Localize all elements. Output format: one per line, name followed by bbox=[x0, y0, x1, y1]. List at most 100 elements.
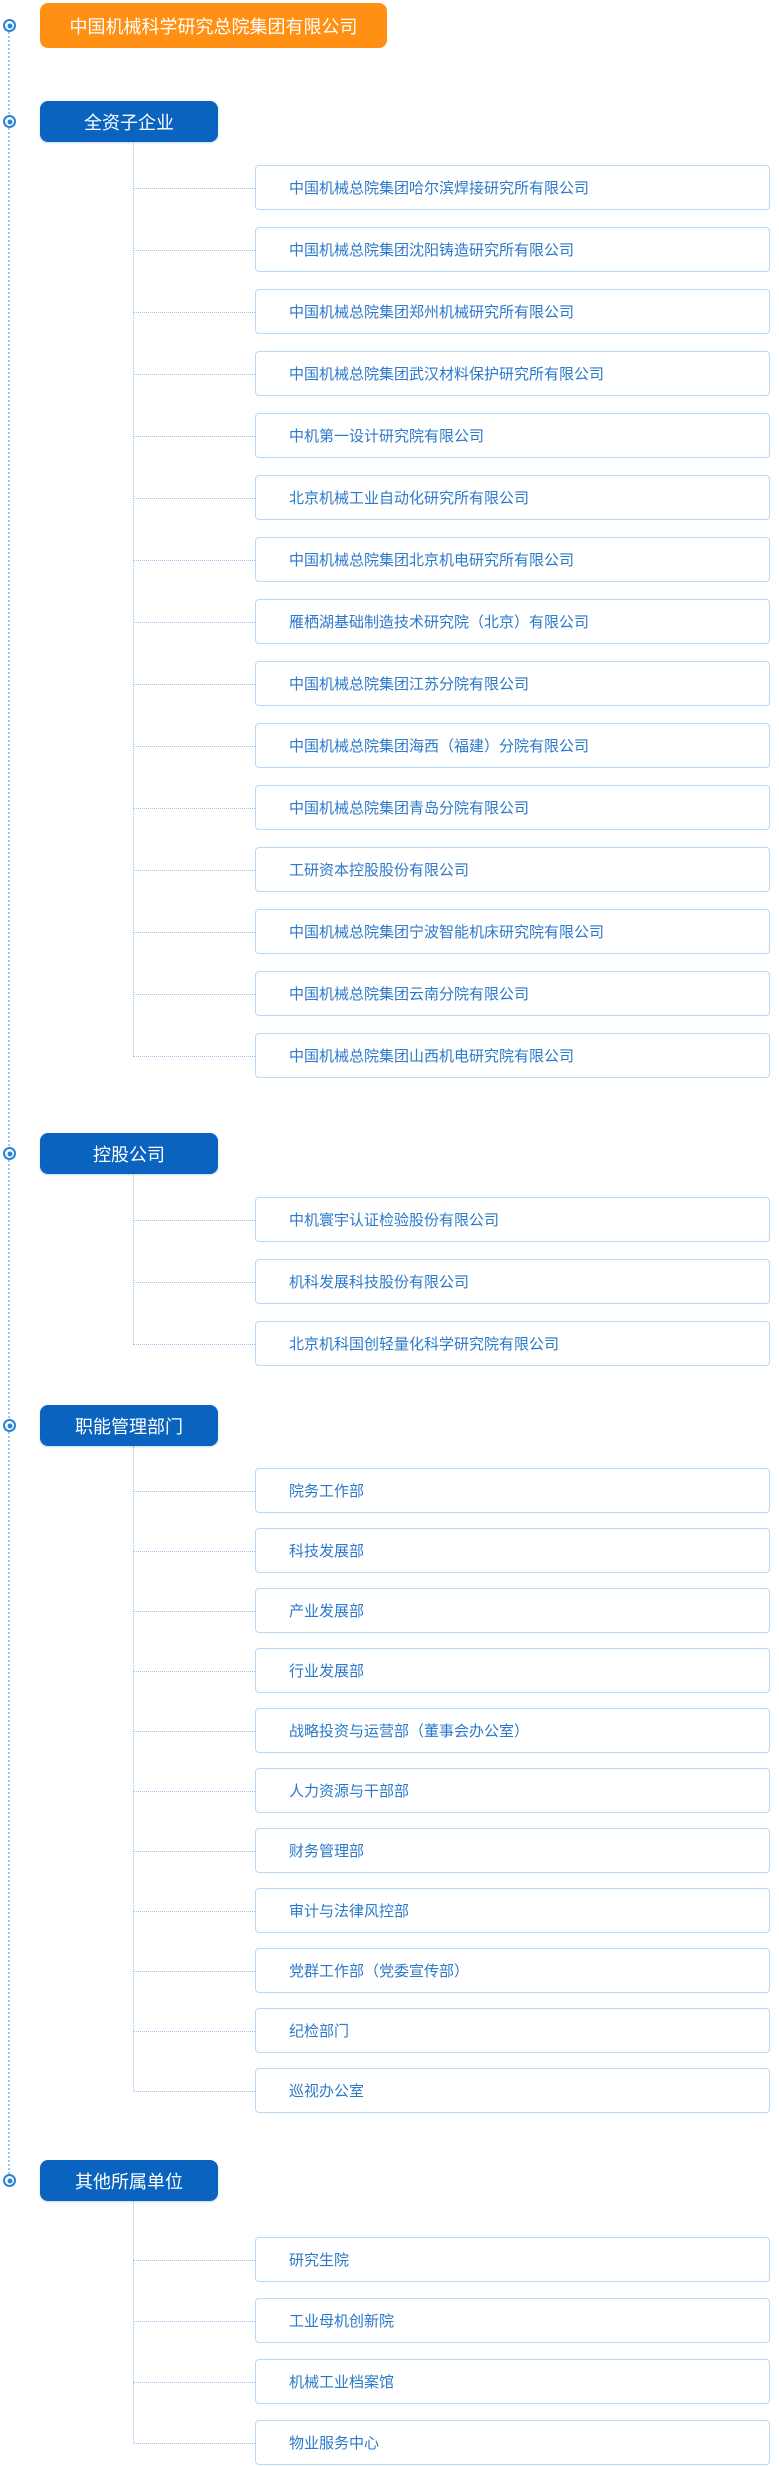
org-item-node[interactable]: 物业服务中心 bbox=[255, 2420, 770, 2465]
tree-branch-line bbox=[133, 311, 255, 313]
org-item-node[interactable]: 中国机械总院集团沈阳铸造研究所有限公司 bbox=[255, 227, 770, 272]
tree-branch-line bbox=[133, 993, 255, 995]
radio-dot-icon[interactable] bbox=[3, 115, 16, 128]
org-item-node[interactable]: 中国机械总院集团北京机电研究所有限公司 bbox=[255, 537, 770, 582]
org-item-node[interactable]: 雁栖湖基础制造技术研究院（北京）有限公司 bbox=[255, 599, 770, 644]
org-item-node[interactable]: 行业发展部 bbox=[255, 1648, 770, 1693]
org-section: 其他所属单位 研究生院 工业母机创新院 机械工业档案馆 物业服务中心 bbox=[0, 2160, 779, 2465]
org-item-node[interactable]: 中国机械总院集团云南分院有限公司 bbox=[255, 971, 770, 1016]
section-header-row: 控股公司 bbox=[0, 1133, 779, 1174]
org-item-row: 工研资本控股股份有限公司 bbox=[133, 847, 770, 892]
section-items: 中国机械总院集团哈尔滨焊接研究所有限公司 中国机械总院集团沈阳铸造研究所有限公司… bbox=[133, 142, 770, 1078]
org-item-row: 北京机科国创轻量化科学研究院有限公司 bbox=[133, 1321, 770, 1366]
org-item-row: 纪检部门 bbox=[133, 2008, 770, 2053]
tree-branch-line bbox=[133, 187, 255, 189]
org-item-node[interactable]: 机械工业档案馆 bbox=[255, 2359, 770, 2404]
root-row: 中国机械科学研究总院集团有限公司 bbox=[0, 0, 779, 48]
org-item-node[interactable]: 机科发展科技股份有限公司 bbox=[255, 1259, 770, 1304]
tree-branch-line bbox=[133, 1610, 255, 1612]
tree-connector-vertical-line bbox=[133, 1446, 134, 2090]
org-item-node[interactable]: 战略投资与运营部（董事会办公室） bbox=[255, 1708, 770, 1753]
org-item-node[interactable]: 科技发展部 bbox=[255, 1528, 770, 1573]
org-item-node[interactable]: 院务工作部 bbox=[255, 1468, 770, 1513]
org-item-node[interactable]: 财务管理部 bbox=[255, 1828, 770, 1873]
tree-branch-line bbox=[133, 2320, 255, 2322]
section-node[interactable]: 其他所属单位 bbox=[40, 2160, 218, 2201]
section-items: 院务工作部 科技发展部 产业发展部 行业发展部 战略投资与运营部（董事会办公室）… bbox=[133, 1446, 770, 2113]
org-item-row: 中国机械总院集团郑州机械研究所有限公司 bbox=[133, 289, 770, 334]
section-node[interactable]: 职能管理部门 bbox=[40, 1405, 218, 1446]
tree-branch-line bbox=[133, 2381, 255, 2383]
tree-branch-line bbox=[133, 621, 255, 623]
org-item-row: 中国机械总院集团青岛分院有限公司 bbox=[133, 785, 770, 830]
org-item-node[interactable]: 审计与法律风控部 bbox=[255, 1888, 770, 1933]
org-item-node[interactable]: 中机寰宇认证检验股份有限公司 bbox=[255, 1197, 770, 1242]
org-item-row: 战略投资与运营部（董事会办公室） bbox=[133, 1708, 770, 1753]
org-item-node[interactable]: 中国机械总院集团宁波智能机床研究院有限公司 bbox=[255, 909, 770, 954]
section-header-row: 职能管理部门 bbox=[0, 1405, 779, 1446]
org-item-node[interactable]: 北京机科国创轻量化科学研究院有限公司 bbox=[255, 1321, 770, 1366]
org-item-row: 中国机械总院集团哈尔滨焊接研究所有限公司 bbox=[133, 165, 770, 210]
org-item-row: 行业发展部 bbox=[133, 1648, 770, 1693]
section-node[interactable]: 全资子企业 bbox=[40, 101, 218, 142]
tree-branch-line bbox=[133, 1219, 255, 1221]
org-item-node[interactable]: 中国机械总院集团青岛分院有限公司 bbox=[255, 785, 770, 830]
org-item-row: 科技发展部 bbox=[133, 1528, 770, 1573]
tree-branch-line bbox=[133, 683, 255, 685]
org-item-row: 工业母机创新院 bbox=[133, 2298, 770, 2343]
tree-branch-line bbox=[133, 1730, 255, 1732]
org-item-row: 机械工业档案馆 bbox=[133, 2359, 770, 2404]
org-item-node[interactable]: 中国机械总院集团山西机电研究院有限公司 bbox=[255, 1033, 770, 1078]
org-item-row: 院务工作部 bbox=[133, 1468, 770, 1513]
org-item-row: 中国机械总院集团武汉材料保护研究所有限公司 bbox=[133, 351, 770, 396]
radio-dot-icon[interactable] bbox=[3, 2174, 16, 2187]
org-item-row: 中机第一设计研究院有限公司 bbox=[133, 413, 770, 458]
org-item-row: 机科发展科技股份有限公司 bbox=[133, 1259, 770, 1304]
org-item-row: 中国机械总院集团沈阳铸造研究所有限公司 bbox=[133, 227, 770, 272]
tree-branch-line bbox=[133, 2090, 255, 2092]
section-node[interactable]: 控股公司 bbox=[40, 1133, 218, 1174]
section-items: 中机寰宇认证检验股份有限公司 机科发展科技股份有限公司 北京机科国创轻量化科学研… bbox=[133, 1174, 770, 1366]
tree-connector-vertical-line bbox=[133, 1174, 134, 1343]
org-item-node[interactable]: 工业母机创新院 bbox=[255, 2298, 770, 2343]
org-item-row: 中国机械总院集团山西机电研究院有限公司 bbox=[133, 1033, 770, 1078]
org-item-node[interactable]: 研究生院 bbox=[255, 2237, 770, 2282]
org-item-node[interactable]: 北京机械工业自动化研究所有限公司 bbox=[255, 475, 770, 520]
org-item-row: 巡视办公室 bbox=[133, 2068, 770, 2113]
tree-branch-line bbox=[133, 1910, 255, 1912]
radio-dot-icon[interactable] bbox=[3, 1147, 16, 1160]
org-item-row: 物业服务中心 bbox=[133, 2420, 770, 2465]
org-item-node[interactable]: 党群工作部（党委宣传部） bbox=[255, 1948, 770, 1993]
org-item-node[interactable]: 中国机械总院集团江苏分院有限公司 bbox=[255, 661, 770, 706]
org-item-row: 中国机械总院集团云南分院有限公司 bbox=[133, 971, 770, 1016]
tree-branch-line bbox=[133, 2259, 255, 2261]
org-item-node[interactable]: 巡视办公室 bbox=[255, 2068, 770, 2113]
tree-branch-line bbox=[133, 807, 255, 809]
org-item-row: 中机寰宇认证检验股份有限公司 bbox=[133, 1197, 770, 1242]
org-item-row: 中国机械总院集团宁波智能机床研究院有限公司 bbox=[133, 909, 770, 954]
org-item-node[interactable]: 中国机械总院集团武汉材料保护研究所有限公司 bbox=[255, 351, 770, 396]
tree-branch-line bbox=[133, 1055, 255, 1057]
tree-branch-line bbox=[133, 1281, 255, 1283]
org-item-node[interactable]: 中机第一设计研究院有限公司 bbox=[255, 413, 770, 458]
radio-dot-icon[interactable] bbox=[3, 19, 16, 32]
org-item-node[interactable]: 工研资本控股股份有限公司 bbox=[255, 847, 770, 892]
tree-branch-line bbox=[133, 373, 255, 375]
tree-rail-vertical-line bbox=[8, 25, 10, 2181]
tree-branch-line bbox=[133, 1970, 255, 1972]
org-item-node[interactable]: 产业发展部 bbox=[255, 1588, 770, 1633]
org-item-node[interactable]: 纪检部门 bbox=[255, 2008, 770, 2053]
org-item-node[interactable]: 中国机械总院集团海西（福建）分院有限公司 bbox=[255, 723, 770, 768]
org-item-node[interactable]: 中国机械总院集团郑州机械研究所有限公司 bbox=[255, 289, 770, 334]
tree-branch-line bbox=[133, 2030, 255, 2032]
org-item-node[interactable]: 中国机械总院集团哈尔滨焊接研究所有限公司 bbox=[255, 165, 770, 210]
org-item-node[interactable]: 人力资源与干部部 bbox=[255, 1768, 770, 1813]
tree-branch-line bbox=[133, 249, 255, 251]
tree-branch-line bbox=[133, 745, 255, 747]
radio-dot-icon[interactable] bbox=[3, 1419, 16, 1432]
root-node[interactable]: 中国机械科学研究总院集团有限公司 bbox=[40, 3, 387, 48]
tree-connector-vertical-line bbox=[133, 142, 134, 1055]
tree-branch-line bbox=[133, 1850, 255, 1852]
tree-branch-line bbox=[133, 1790, 255, 1792]
